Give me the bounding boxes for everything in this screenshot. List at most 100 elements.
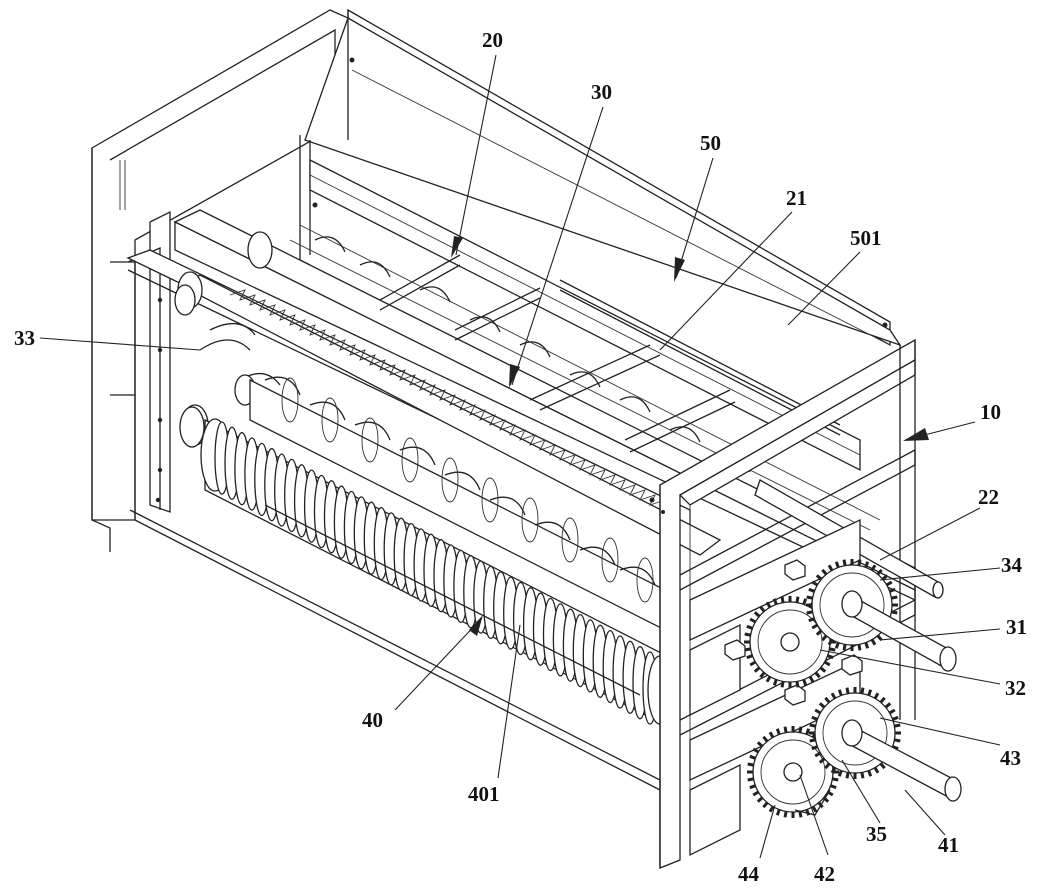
label-22: 22 — [978, 485, 999, 509]
gear-tooth — [829, 647, 836, 652]
gear-tooth — [747, 777, 754, 782]
label-33: 33 — [14, 326, 35, 350]
gear-tooth — [772, 679, 778, 686]
gear-tooth — [811, 715, 818, 721]
label-35: 35 — [866, 822, 887, 846]
gear-tooth — [837, 689, 843, 696]
gear-tooth — [759, 671, 766, 679]
gear-tooth — [798, 811, 803, 818]
outer-housing — [91, 8, 902, 552]
inner-wall — [309, 158, 861, 472]
gear-tooth — [834, 642, 840, 649]
gear-tooth — [775, 728, 781, 735]
gear-tooth — [888, 708, 896, 715]
gear-tooth — [765, 601, 772, 609]
gear-tooth — [815, 574, 823, 581]
gear-tooth — [889, 587, 896, 593]
gear-tooth — [857, 644, 862, 651]
gear-tooth — [834, 561, 840, 568]
gear-tooth — [830, 784, 837, 790]
gear-tooth — [752, 747, 760, 754]
gear-tooth — [749, 660, 757, 667]
gear-tooth — [818, 757, 826, 764]
label-20: 20 — [482, 28, 503, 52]
gear-tooth — [821, 568, 828, 576]
gear-tooth — [768, 805, 775, 813]
gear-tooth — [845, 687, 850, 694]
gear-tooth — [827, 638, 834, 646]
gear-tooth — [884, 702, 892, 709]
label-42: 42 — [814, 862, 835, 886]
gear-tooth — [832, 777, 839, 782]
gear-tooth — [759, 605, 766, 613]
gear-tooth — [881, 574, 889, 581]
gear-tooth — [824, 696, 831, 704]
label-30: 30 — [591, 80, 612, 104]
gear-tooth — [864, 642, 870, 649]
gear-tooth — [879, 762, 886, 770]
gear-tooth — [749, 754, 756, 760]
gear-tooth — [783, 726, 788, 733]
gear-tooth — [873, 766, 880, 774]
gear-tooth — [762, 801, 769, 809]
gear-tooth — [864, 561, 870, 568]
gear-tooth — [837, 770, 843, 777]
label-40: 40 — [362, 708, 383, 732]
label-31: 31 — [1006, 615, 1027, 639]
gear-tooth — [824, 762, 831, 770]
gear-tooth — [780, 681, 785, 688]
gear-tooth — [795, 681, 800, 688]
gear-tooth — [819, 666, 827, 673]
upper-gears — [744, 559, 957, 688]
gear-tooth — [885, 580, 893, 587]
gear-tooth — [808, 617, 815, 623]
gear-tooth — [814, 671, 821, 679]
gear-tooth — [894, 738, 901, 743]
gear-tooth — [768, 731, 775, 739]
gear-tooth — [830, 766, 837, 774]
gear-tooth — [891, 595, 898, 600]
gear-tooth — [752, 790, 760, 797]
gear-tooth — [753, 611, 761, 618]
gear-tooth — [867, 770, 873, 777]
label-32: 32 — [1005, 676, 1026, 700]
gear-tooth — [747, 762, 754, 767]
gear-tooth — [802, 598, 808, 605]
gear-44-assembly — [747, 726, 839, 818]
gear-tooth — [811, 745, 818, 751]
gear-tooth — [894, 723, 901, 728]
gear-tooth — [749, 784, 756, 790]
gear-tooth — [762, 735, 769, 743]
gear-tooth — [809, 723, 816, 728]
gear-tooth — [811, 623, 819, 630]
gear-tooth — [891, 610, 898, 615]
label-21: 21 — [786, 186, 807, 210]
gear-tooth — [780, 596, 785, 603]
label-43: 43 — [1000, 746, 1021, 770]
gear-tooth — [823, 660, 831, 667]
gear-tooth — [892, 715, 899, 721]
gear-tooth — [805, 728, 811, 735]
gear-tooth — [811, 580, 819, 587]
label-401: 401 — [468, 782, 500, 806]
gear-tooth — [870, 638, 877, 646]
label-44: 44 — [738, 862, 759, 886]
gear-tooth — [805, 809, 811, 816]
gear-tooth — [870, 564, 877, 572]
gear-tooth — [783, 811, 788, 818]
leader-lines — [39, 54, 1001, 859]
gear-tooth — [892, 745, 899, 751]
gear-tooth — [756, 796, 764, 803]
gear-tooth — [867, 689, 873, 696]
gear-tooth — [746, 654, 753, 660]
middle-discs — [281, 377, 654, 603]
gear-tooth — [818, 702, 826, 709]
gear-tooth — [744, 647, 751, 652]
gear-tooth — [815, 629, 823, 636]
gear-tooth — [798, 726, 803, 733]
gear-tooth — [821, 634, 828, 642]
gear-tooth — [876, 568, 883, 576]
label-50: 50 — [700, 131, 721, 155]
gear-tooth — [765, 675, 772, 683]
